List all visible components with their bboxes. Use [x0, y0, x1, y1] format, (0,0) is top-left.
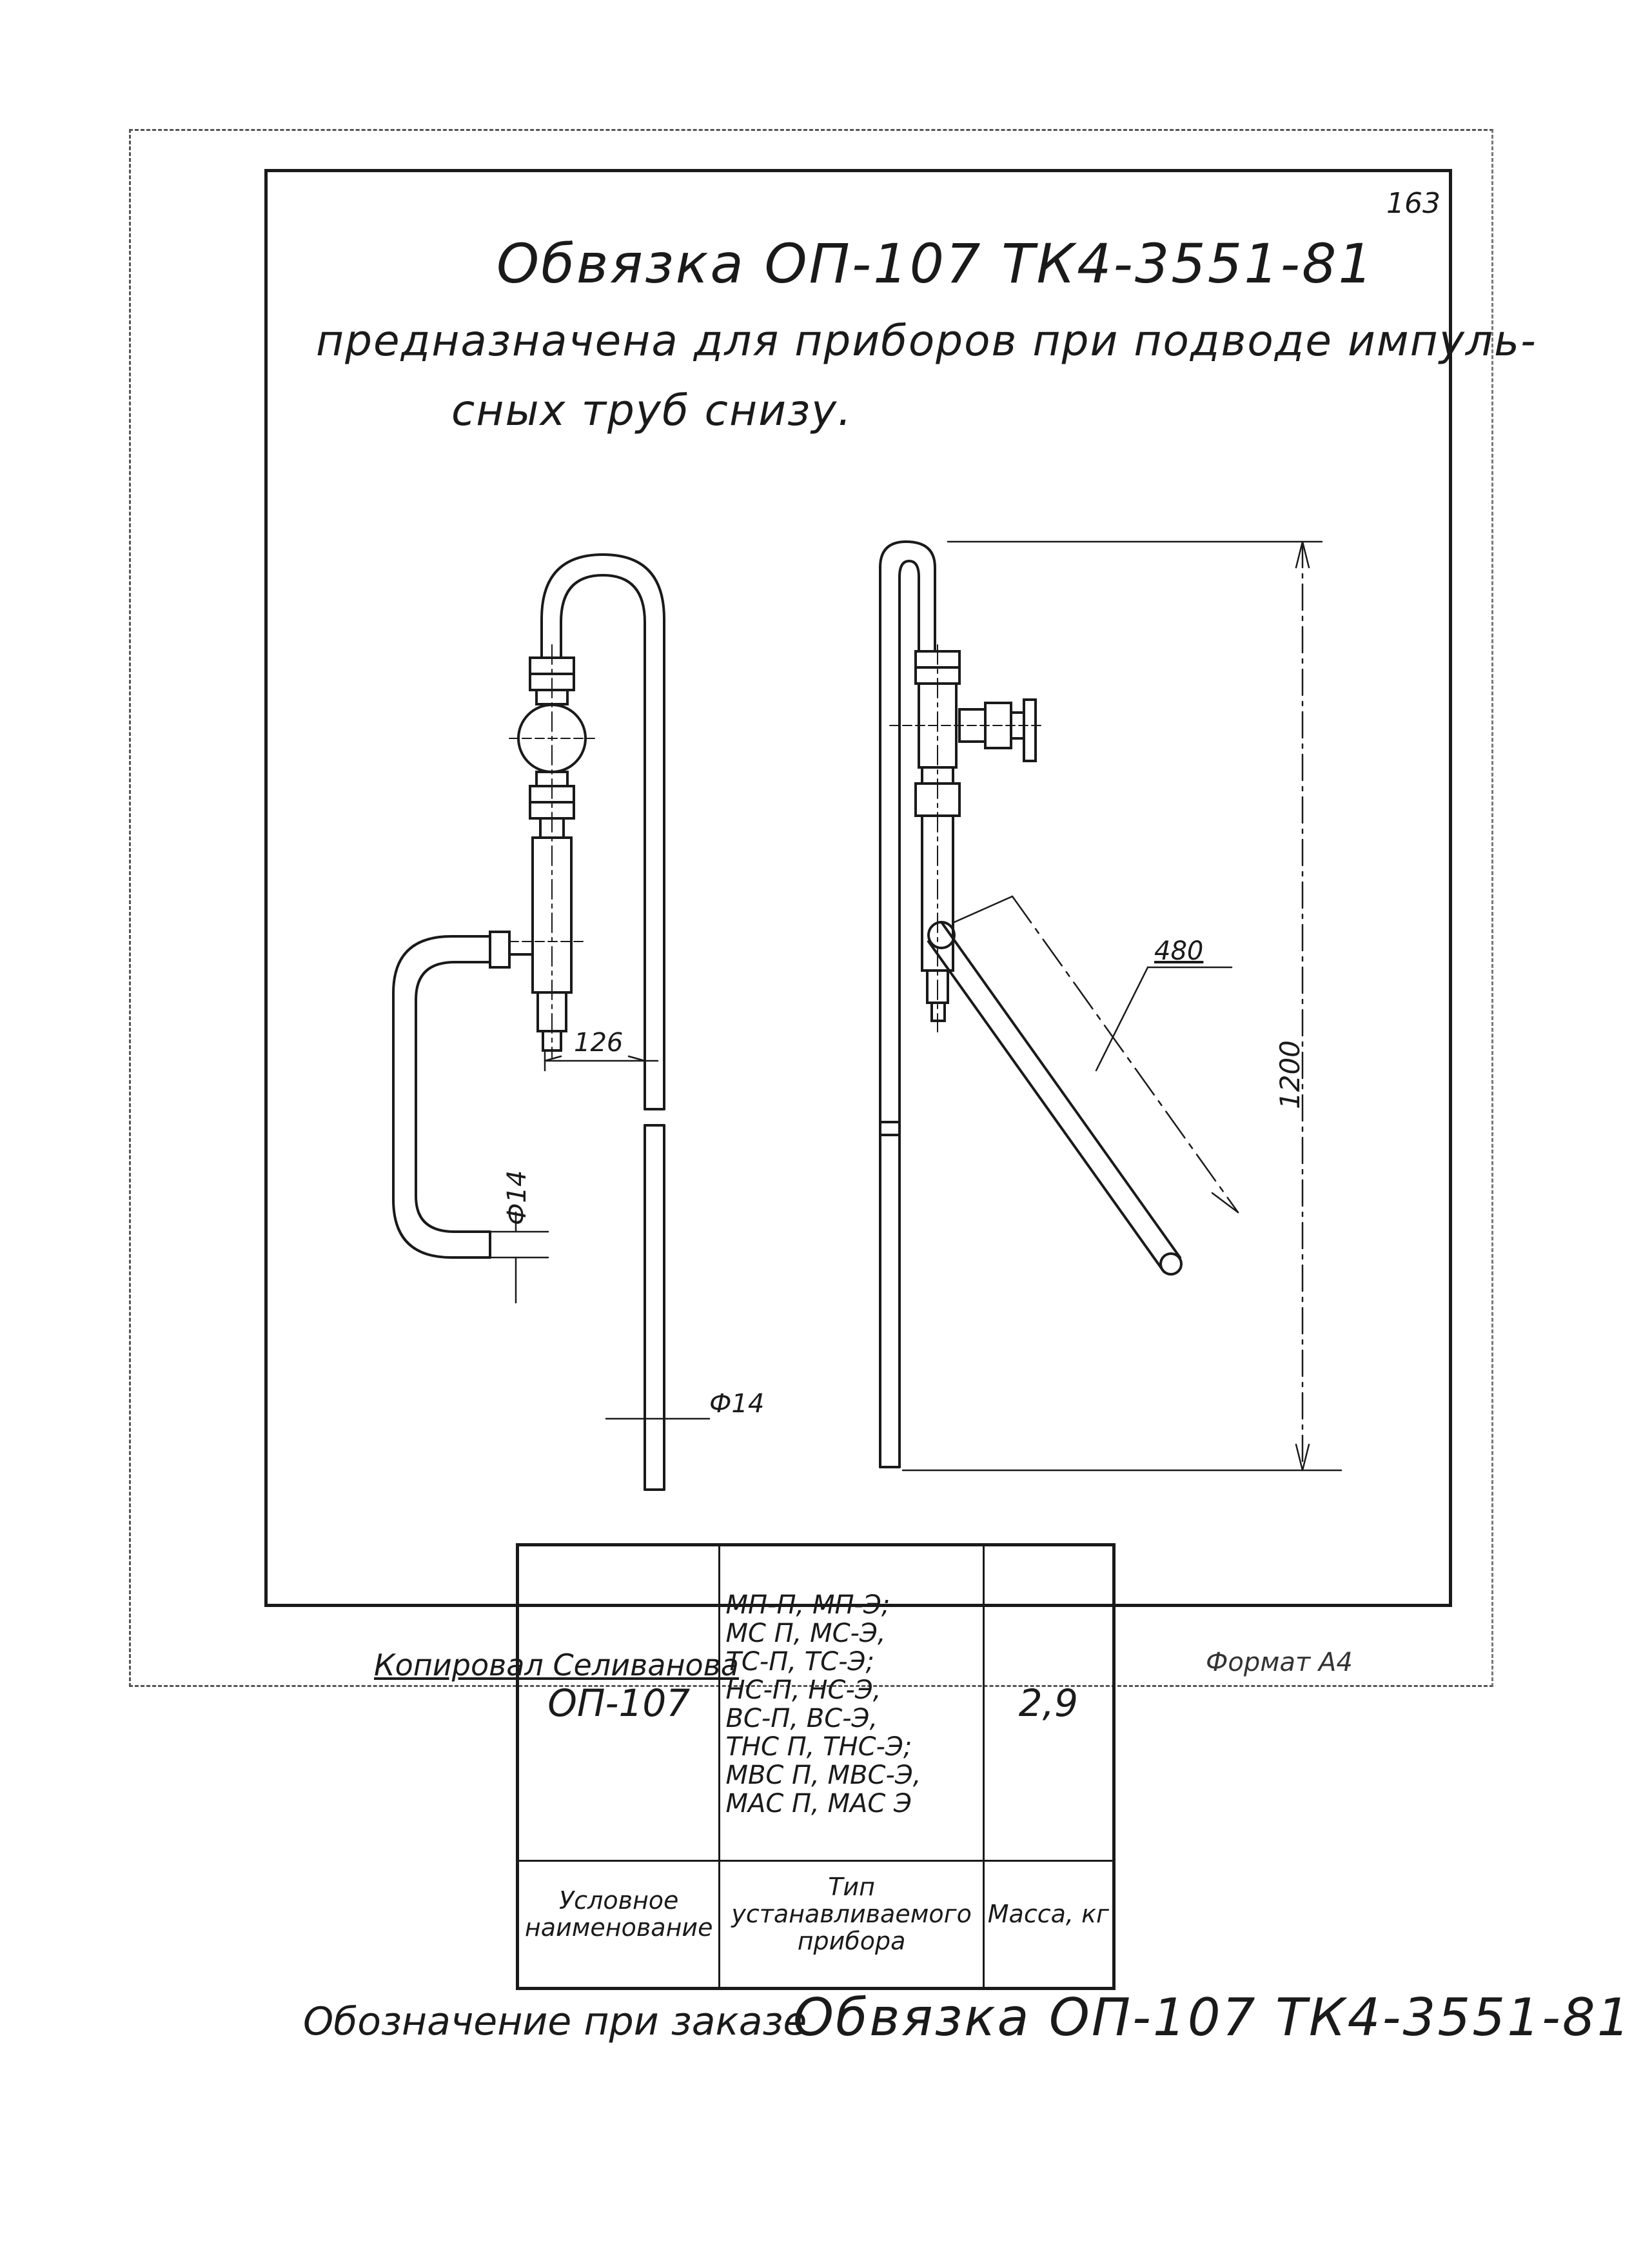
- technical-drawing: 126 480 1200 Ф14 Ф14: [392, 540, 1342, 1491]
- dim-1200: 1200: [1274, 1040, 1306, 1109]
- drawing-title: Обвязка ОП-107 ТК4-3551-81: [496, 232, 1375, 295]
- device-type-line: ТНС П, ТНС-Э;: [725, 1732, 912, 1762]
- header-name: Условное наименование: [516, 1860, 721, 1989]
- page-number: 163: [1386, 187, 1440, 220]
- order-designation-label: Обозначение при заказе: [303, 1999, 807, 2044]
- mass-cell: 2,9: [982, 1544, 1116, 1862]
- subtitle-line-1: предназначена для приборов при подводе и…: [316, 316, 1537, 366]
- right-view-pipe: [879, 540, 936, 1468]
- device-type-line: ВС-П, ВС-Э,: [725, 1704, 878, 1733]
- dim-phi14-pipe: Ф14: [709, 1389, 764, 1419]
- device-type-line: МАС П, МАС Э: [725, 1789, 912, 1819]
- header-type: Тип устанавливаемого прибора: [718, 1860, 985, 1989]
- device-type-line: МП-П, МП-Э;: [725, 1590, 890, 1620]
- device-type-line: ТС-П, ТС-Э;: [725, 1647, 874, 1677]
- order-designation-value: Обвязка ОП-107 ТК4-3551-81: [793, 1987, 1632, 2047]
- right-view-inclined-tube: [927, 921, 1183, 1276]
- spec-table-header-row: Условное наименование Тип устанавливаемо…: [516, 1860, 1116, 1989]
- dim-480: 480: [1154, 936, 1203, 966]
- dim-phi14-branch: Ф14: [502, 1170, 532, 1225]
- copied-by-note: Копировал Селиванова: [374, 1648, 739, 1682]
- dim-126: 126: [574, 1028, 623, 1058]
- device-type-line: НС-П, НС-Э,: [725, 1675, 881, 1705]
- left-view-side-branch: [392, 931, 534, 1259]
- subtitle-line-2: сных труб снизу.: [451, 386, 853, 435]
- spec-table-row: ОП-107 МП-П, МП-Э; МС П, МС-Э, ТС-П, ТС-…: [516, 1544, 1116, 1862]
- format-label: Формат А4: [1206, 1648, 1353, 1677]
- device-type-line: МС П, МС-Э,: [725, 1619, 886, 1648]
- device-types-cell: МП-П, МП-Э; МС П, МС-Э, ТС-П, ТС-Э; НС-П…: [718, 1544, 985, 1862]
- left-view-dimensions: [489, 1050, 711, 1426]
- header-mass: Масса, кг: [982, 1860, 1116, 1989]
- spec-table: ОП-107 МП-П, МП-Э; МС П, МС-Э, ТС-П, ТС-…: [516, 1543, 1116, 1990]
- right-view-valve: [889, 644, 1045, 1032]
- left-view-fittings: [509, 644, 595, 1058]
- left-view-pipe: [540, 553, 665, 1491]
- device-type-line: МВС П, МВС-Э,: [725, 1760, 921, 1790]
- right-view-dimensions: [901, 540, 1342, 1472]
- designation-cell: ОП-107: [516, 1544, 721, 1862]
